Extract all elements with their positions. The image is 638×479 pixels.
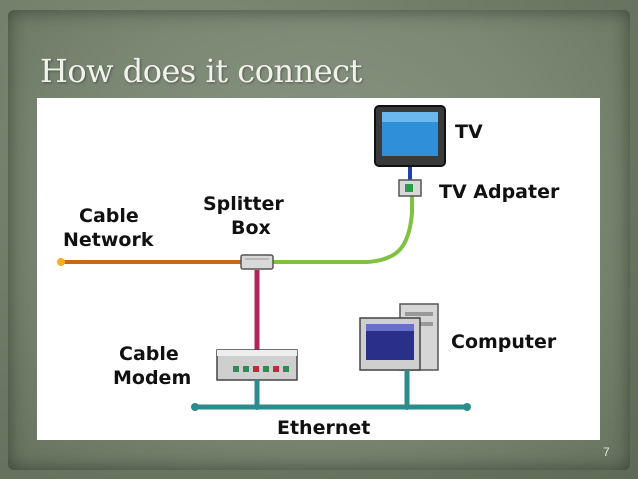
cable-network-label-line2: Network [63, 229, 154, 251]
ethernet-label: Ethernet [277, 417, 370, 439]
cable-network-end-glow [57, 258, 65, 266]
page-number: 7 [603, 445, 610, 459]
network-diagram: TV TV Adpater Splitter Box Cable Network… [57, 105, 560, 439]
cable-modem-label-line2: Modem [113, 367, 191, 389]
tv-icon [374, 105, 446, 167]
tv-label: TV [455, 121, 483, 143]
splitter-label-line1: Splitter [203, 193, 284, 215]
cable-modem-label-line1: Cable [119, 343, 179, 365]
slide-title: How does it connect [40, 52, 362, 90]
network-diagram-panel: TV TV Adpater Splitter Box Cable Network… [37, 98, 600, 440]
splitter-to-tv-line [273, 196, 414, 264]
cable-modem-icon [216, 349, 298, 381]
splitter-label-line2: Box [231, 217, 271, 239]
computer-icon [359, 303, 439, 371]
tv-adapter-icon [398, 179, 422, 197]
tv-adapter-label: TV Adpater [439, 181, 560, 203]
ethernet-bus [191, 370, 471, 411]
computer-label: Computer [451, 331, 557, 353]
cable-network-label-line1: Cable [79, 205, 139, 227]
splitter-box-icon [240, 254, 274, 270]
